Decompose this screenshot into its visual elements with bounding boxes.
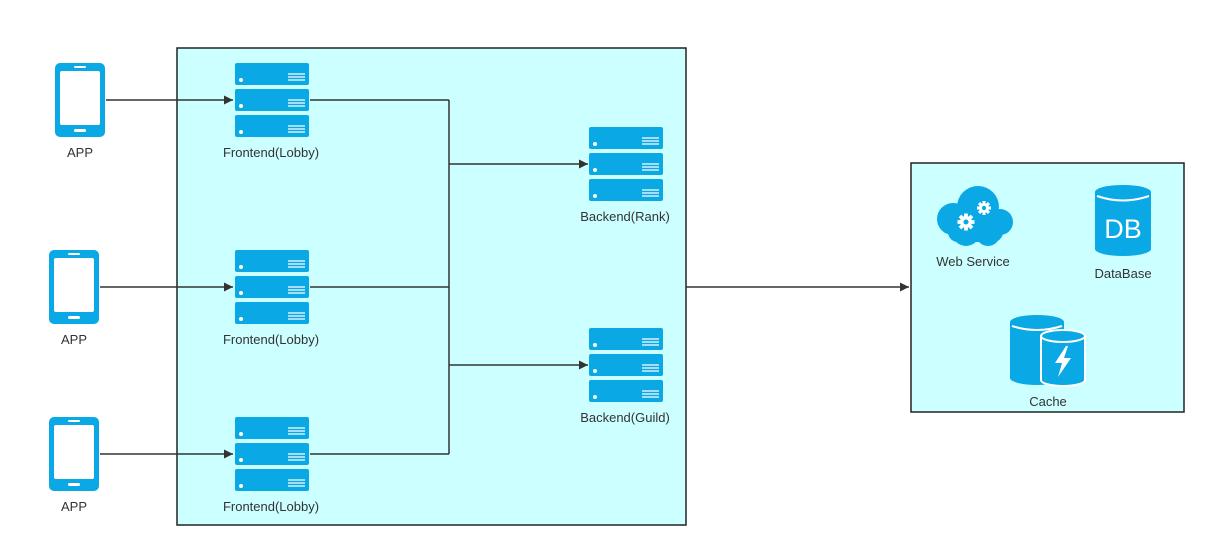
- server-icon: [234, 62, 310, 138]
- backend-label: Backend(Guild): [580, 410, 670, 425]
- cache-label: Cache: [1029, 394, 1067, 409]
- db-icon-text: DB: [1104, 214, 1142, 244]
- backend-label: Backend(Rank): [580, 209, 670, 224]
- app-label: APP: [61, 499, 87, 514]
- app-node: APP: [49, 417, 99, 514]
- cache-node: Cache: [1010, 315, 1086, 409]
- frontend-label: Frontend(Lobby): [223, 145, 319, 160]
- cloud-gear-icon: [937, 186, 1013, 246]
- backend-rank-node: Backend(Rank): [580, 126, 670, 224]
- app-node: APP: [49, 250, 99, 347]
- database-icon: DB: [1095, 185, 1151, 256]
- lightning-icon: [1055, 346, 1071, 377]
- phone-icon: [55, 63, 105, 137]
- frontend-node: Frontend(Lobby): [223, 249, 319, 347]
- server-icon: [588, 126, 664, 202]
- app-label: APP: [61, 332, 87, 347]
- frontend-label: Frontend(Lobby): [223, 332, 319, 347]
- server-icon: [234, 416, 310, 492]
- phone-icon: [49, 250, 99, 324]
- web-service-node: Web Service: [936, 186, 1013, 269]
- frontend-label: Frontend(Lobby): [223, 499, 319, 514]
- frontend-node: Frontend(Lobby): [223, 62, 319, 160]
- frontend-node: Frontend(Lobby): [223, 416, 319, 514]
- phone-icon: [49, 417, 99, 491]
- database-label: DataBase: [1094, 266, 1151, 281]
- app-node: APP: [55, 63, 105, 160]
- backend-guild-node: Backend(Guild): [580, 327, 670, 425]
- server-icon: [234, 249, 310, 325]
- cache-icon: [1010, 315, 1086, 387]
- web-service-label: Web Service: [936, 254, 1009, 269]
- server-icon: [588, 327, 664, 403]
- database-node: DB DataBase: [1094, 185, 1152, 281]
- app-label: APP: [67, 145, 93, 160]
